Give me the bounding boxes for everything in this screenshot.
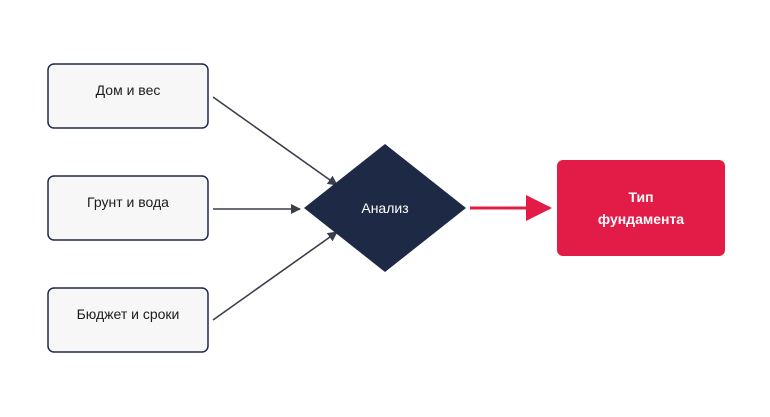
arrow-budget-to-analysis — [212, 231, 338, 321]
input-box-soil — [47, 175, 209, 241]
input-box-house — [47, 63, 209, 129]
arrow-house-to-analysis — [212, 96, 338, 186]
input-box-budget — [47, 287, 209, 353]
result-box — [557, 160, 725, 256]
analysis-diamond — [304, 144, 466, 272]
